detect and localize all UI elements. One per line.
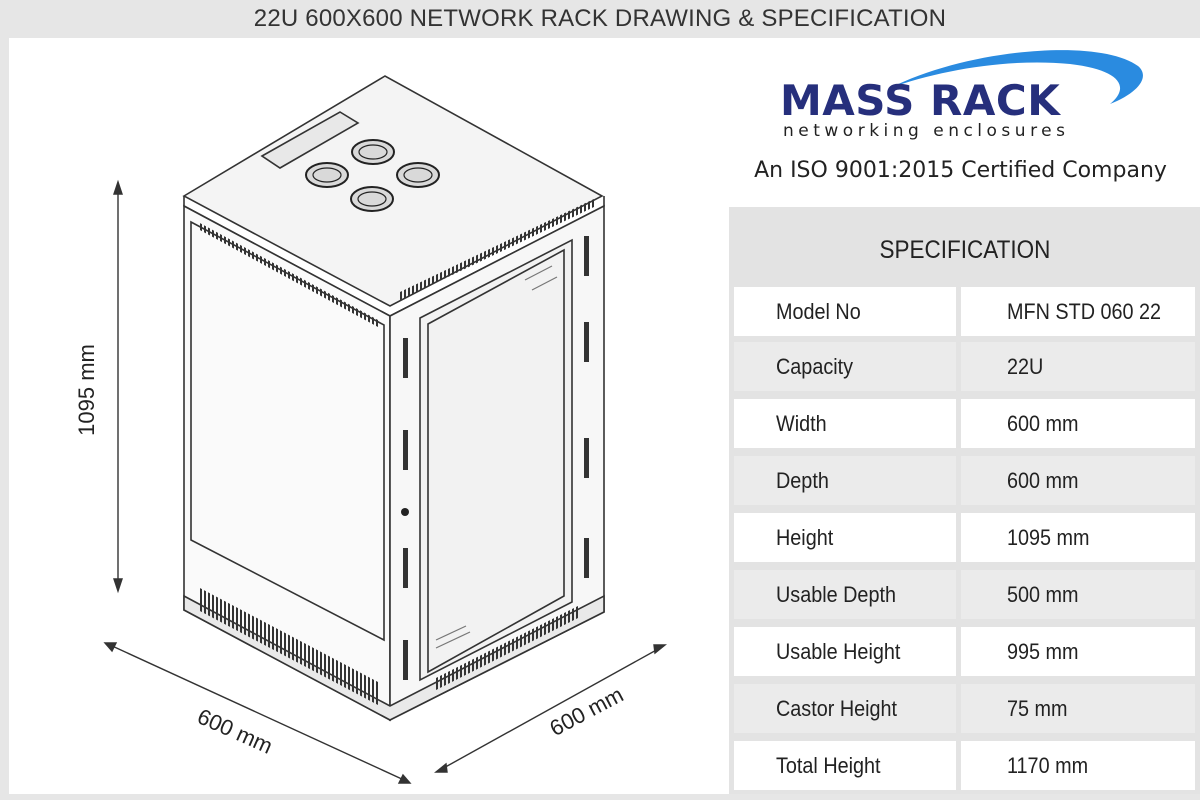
cable-slot [260, 111, 360, 169]
spec-label: Capacity [734, 342, 956, 391]
rack-drawing: 1095 mm 600 mm 600 mm [74, 75, 667, 784]
fan-icon [396, 162, 440, 188]
roof-fans [305, 139, 440, 212]
certification-text: An ISO 9001:2015 Certified Company [754, 158, 1167, 183]
height-dimension-label: 1095 mm [74, 344, 99, 436]
spec-label: Usable Height [734, 627, 956, 676]
table-row: Depth 600 mm [734, 456, 1195, 505]
brand-name: MASS RACK [780, 76, 1061, 125]
logo-swoosh-icon [890, 50, 1143, 104]
spec-label: Depth [734, 456, 956, 505]
table-row: Model No MFN STD 060 22 [734, 287, 1195, 336]
brand-tagline: networking enclosures [783, 121, 1070, 141]
spec-label: Model No [734, 287, 956, 336]
spec-label: Usable Depth [734, 570, 956, 619]
table-row: Total Height 1170 mm [734, 741, 1195, 790]
side-vents [198, 198, 596, 705]
table-row: Usable Depth 500 mm [734, 570, 1195, 619]
depth-dimension-label: 600 mm [546, 682, 628, 741]
spec-value: 75 mm [961, 684, 1195, 733]
spec-label: Height [734, 513, 956, 562]
spec-value: 1170 mm [961, 741, 1195, 790]
spec-value: 995 mm [961, 627, 1195, 676]
dimension-lines [103, 179, 667, 784]
rack-cabinet [182, 75, 605, 722]
lock-icon [401, 508, 409, 516]
table-row: Castor Height 75 mm [734, 684, 1195, 733]
spec-value: MFN STD 060 22 [961, 287, 1195, 336]
page-title: 22U 600X600 NETWORK RACK DRAWING & SPECI… [253, 5, 947, 32]
spec-label: Castor Height [734, 684, 956, 733]
table-row: Height 1095 mm [734, 513, 1195, 562]
spec-label: Total Height [734, 741, 956, 790]
spec-heading: SPECIFICATION [734, 214, 1195, 286]
spec-value: 600 mm [961, 456, 1195, 505]
spec-value: 500 mm [961, 570, 1195, 619]
width-dimension-label: 600 mm [194, 704, 277, 759]
spec-value: 22U [961, 342, 1195, 391]
table-row: Width 600 mm [734, 399, 1195, 448]
spec-label: Width [734, 399, 956, 448]
fan-icon [351, 139, 395, 165]
spec-value: 1095 mm [961, 513, 1195, 562]
mass-rack-logo: MASS RACK networking enclosures [770, 44, 1170, 154]
spec-value: 600 mm [961, 399, 1195, 448]
table-row: Capacity 22U [734, 342, 1195, 391]
fan-icon [350, 186, 394, 212]
spec-table: SPECIFICATION Model No MFN STD 060 22 Ca… [729, 207, 1200, 794]
glass-door [419, 238, 573, 682]
door-hinges [403, 236, 589, 680]
fan-icon [305, 162, 349, 188]
rack-plinth [183, 594, 605, 721]
table-row: Usable Height 995 mm [734, 627, 1195, 676]
